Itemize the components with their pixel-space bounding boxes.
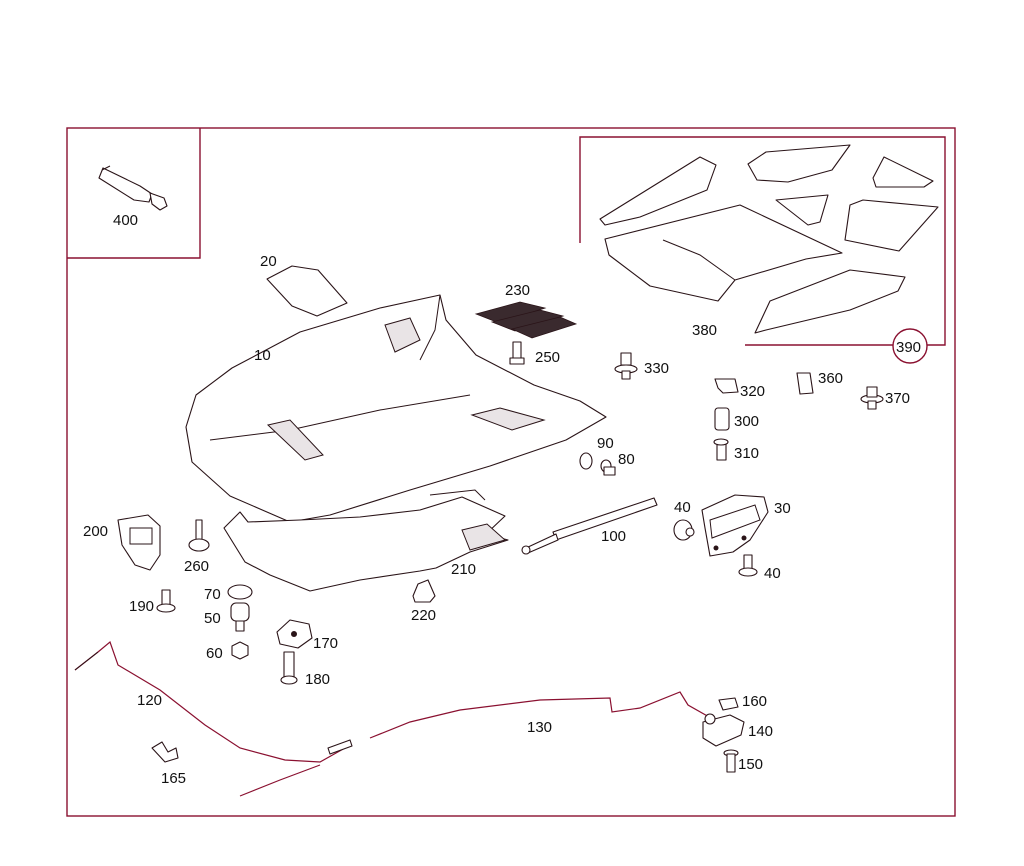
callout-370: 370 (885, 390, 910, 407)
callout-380: 380 (692, 322, 717, 339)
bracket-170[interactable] (276, 619, 313, 649)
callout-260: 260 (184, 558, 209, 575)
hood-latch-200[interactable] (117, 514, 161, 571)
clip-320[interactable] (714, 378, 739, 394)
callout-400: 400 (113, 212, 138, 229)
callout-250: 250 (535, 349, 560, 366)
clip-165[interactable] (151, 741, 179, 763)
callout-320: 320 (740, 383, 765, 400)
spacer-300[interactable] (714, 407, 730, 431)
callout-390: 390 (896, 339, 921, 356)
callout-30: 30 (774, 500, 791, 517)
grease-tube-part[interactable] (98, 165, 168, 211)
callout-20: 20 (260, 253, 277, 270)
callout-120: 120 (137, 692, 162, 709)
diagram-frame (66, 127, 956, 817)
callout-10: 10 (254, 347, 271, 364)
bushing-40[interactable] (673, 519, 695, 541)
inset-box-400 (67, 128, 201, 259)
gas-strut-100[interactable] (521, 497, 658, 555)
callout-220: 220 (411, 607, 436, 624)
inset-box-380 (579, 136, 946, 346)
clip-220[interactable] (412, 579, 436, 603)
callout-330: 330 (644, 360, 669, 377)
callout-60: 60 (206, 645, 223, 662)
cable-130[interactable] (369, 691, 719, 739)
callout-190: 190 (129, 598, 154, 615)
callout-80: 80 (618, 451, 635, 468)
callout-360: 360 (818, 370, 843, 387)
release-cable-120[interactable] (74, 640, 346, 763)
callout-160: 160 (742, 693, 767, 710)
bolt-80[interactable] (600, 459, 616, 476)
callout-100: 100 (601, 528, 626, 545)
callout-90: 90 (597, 435, 614, 452)
callout-210: 210 (451, 561, 476, 578)
callout-300: 300 (734, 413, 759, 430)
buffer-50[interactable] (230, 602, 250, 632)
callout-40-lower: 40 (764, 565, 781, 582)
callout-50: 50 (204, 610, 221, 627)
release-handle-140[interactable] (702, 713, 745, 747)
callout-180: 180 (305, 671, 330, 688)
callout-230: 230 (505, 282, 530, 299)
clip-160[interactable] (718, 697, 739, 711)
hinge-30[interactable] (701, 494, 769, 557)
callout-40-upper: 40 (674, 499, 691, 516)
callout-140: 140 (748, 723, 773, 740)
hood-liner-210[interactable] (223, 489, 509, 592)
nut-60[interactable] (231, 641, 249, 660)
screw-370[interactable] (860, 386, 884, 410)
callout-70: 70 (204, 586, 221, 603)
hood-insert-plate[interactable] (266, 265, 348, 317)
pad-70[interactable] (227, 584, 253, 600)
callout-130: 130 (527, 719, 552, 736)
screw-190[interactable] (156, 589, 176, 613)
washer-90[interactable] (579, 452, 593, 470)
callout-200: 200 (83, 523, 108, 540)
screw-310[interactable] (713, 438, 729, 461)
insulation-mat-set-380[interactable] (599, 144, 939, 334)
screw-180[interactable] (280, 651, 298, 685)
callout-310: 310 (734, 445, 759, 462)
grille-insert-part[interactable] (474, 301, 578, 339)
screw-150[interactable] (723, 749, 739, 773)
callout-165: 165 (161, 770, 186, 787)
clip-360[interactable] (796, 372, 814, 395)
screw-40[interactable] (738, 554, 758, 577)
clip-330[interactable] (614, 352, 638, 380)
buffer-260[interactable] (188, 519, 210, 552)
screw-250[interactable] (509, 341, 525, 365)
callout-150: 150 (738, 756, 763, 773)
callout-390-badge (892, 328, 928, 364)
cable-end-120[interactable] (239, 764, 321, 797)
callout-170: 170 (313, 635, 338, 652)
